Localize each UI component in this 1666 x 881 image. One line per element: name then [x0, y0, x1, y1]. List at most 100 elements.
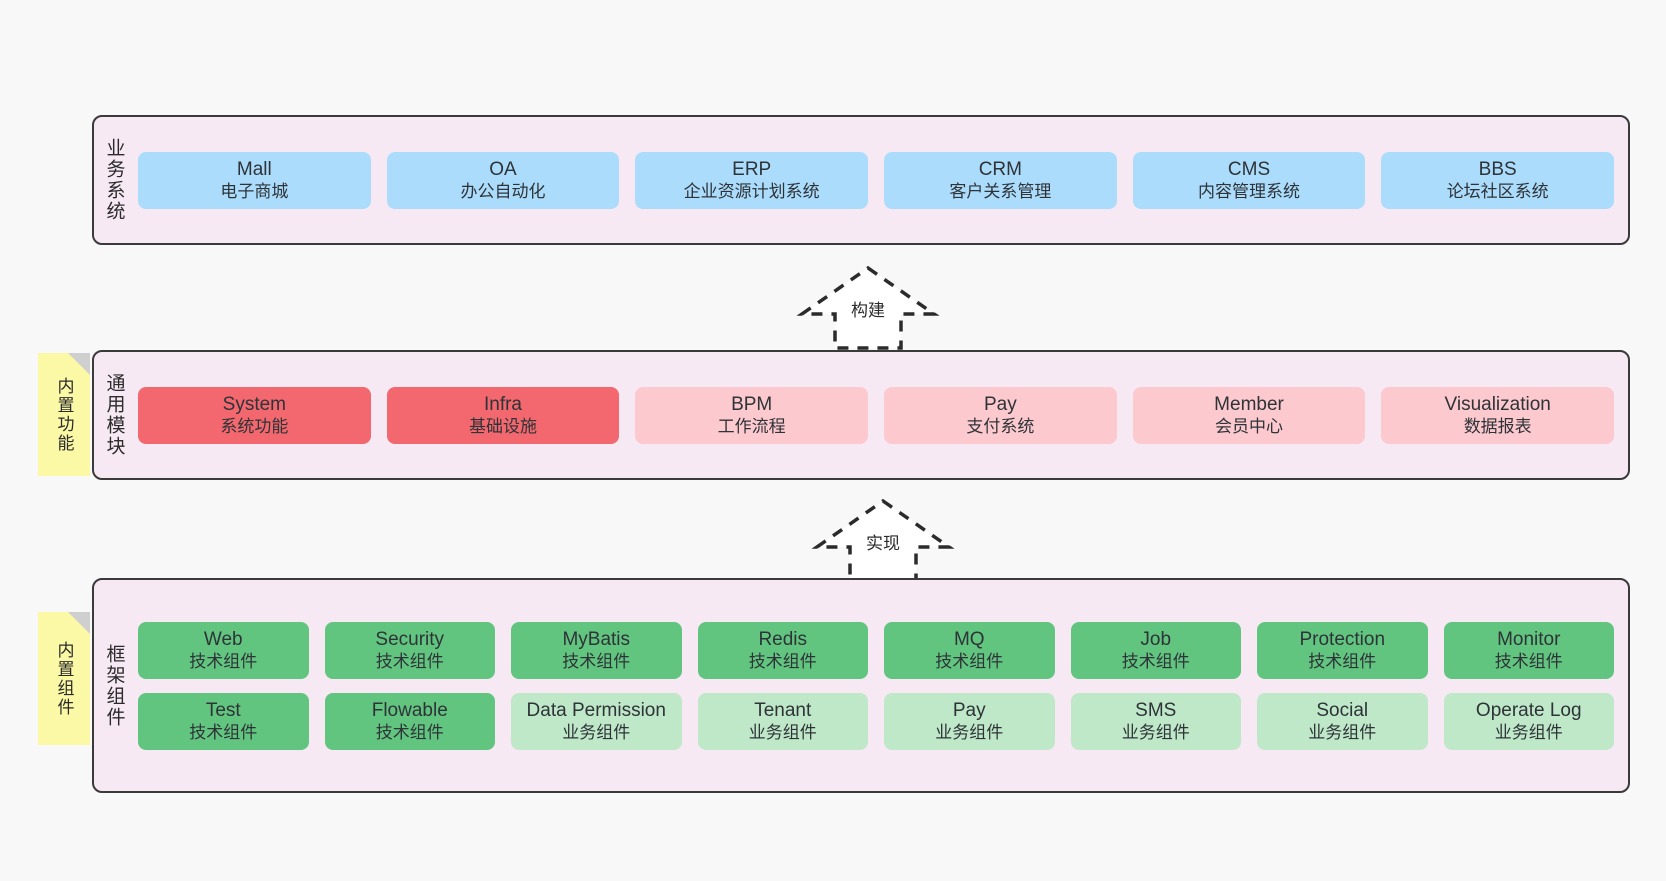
card-subtitle: 技术组件	[189, 723, 258, 743]
card-web[interactable]: Web 技术组件	[138, 621, 309, 679]
card-social[interactable]: Social 业务组件	[1257, 692, 1428, 750]
card-subtitle: 内容管理系统	[1198, 182, 1301, 202]
card-title: Monitor	[1497, 628, 1561, 650]
card-data-permission[interactable]: Data Permission 业务组件	[511, 692, 682, 750]
card-subtitle: 会员中心	[1215, 417, 1284, 437]
card-row: System 系统功能 Infra 基础设施 BPM 工作流程 Pay 支付系统…	[138, 386, 1615, 444]
layer-label-business-systems: 业务系统	[103, 138, 125, 222]
card-protection[interactable]: Protection 技术组件	[1257, 621, 1428, 679]
layer-body-business-systems: Mall 电子商城 OA 办公自动化 ERP 企业资源计划系统 CRM 客户关系…	[134, 117, 1628, 243]
card-flowable[interactable]: Flowable 技术组件	[324, 692, 495, 750]
card-mall[interactable]: Mall 电子商城	[138, 151, 371, 209]
card-title: Operate Log	[1475, 699, 1582, 721]
arrow-label: 构建	[851, 301, 885, 320]
card-subtitle: 系统功能	[220, 417, 289, 437]
card-subtitle: 业务组件	[1121, 723, 1190, 743]
layer-label-common-modules: 通用模块	[103, 373, 125, 457]
card-row: Web 技术组件 Security 技术组件 MyBatis 技术组件 Redi…	[138, 621, 1614, 679]
card-title: Pay	[983, 393, 1017, 415]
card-title: Security	[375, 628, 445, 650]
card-bbs[interactable]: BBS 论坛社区系统	[1381, 151, 1615, 209]
card-subtitle: 业务组件	[935, 723, 1004, 743]
card-title: Web	[203, 628, 243, 650]
card-title: SMS	[1135, 699, 1177, 721]
card-member[interactable]: Member 会员中心	[1132, 386, 1366, 444]
card-tenant[interactable]: Tenant 业务组件	[697, 692, 868, 750]
card-subtitle: 技术组件	[1308, 652, 1377, 672]
layer-body-common-modules: System 系统功能 Infra 基础设施 BPM 工作流程 Pay 支付系统…	[134, 352, 1628, 478]
sticky-note-builtin-components: 内置组件	[38, 612, 90, 745]
build-arrow: 构建	[795, 262, 941, 352]
card-erp[interactable]: ERP 企业资源计划系统	[635, 151, 869, 209]
card-cms[interactable]: CMS 内容管理系统	[1132, 151, 1366, 209]
card-title: Protection	[1299, 628, 1386, 650]
card-operate-log[interactable]: Operate Log 业务组件	[1443, 692, 1614, 750]
layer-framework-components: 框架组件 Web 技术组件 Security 技术组件 MyBatis 技术组件…	[92, 578, 1630, 793]
card-infra[interactable]: Infra 基础设施	[386, 386, 620, 444]
card-subtitle: 企业资源计划系统	[683, 182, 820, 202]
card-title: BBS	[1478, 158, 1517, 180]
card-title: Member	[1214, 393, 1284, 415]
card-crm[interactable]: CRM 客户关系管理	[884, 151, 1117, 209]
card-subtitle: 技术组件	[189, 652, 258, 672]
card-title: Tenant	[754, 699, 812, 721]
card-row: Mall 电子商城 OA 办公自动化 ERP 企业资源计划系统 CRM 客户关系…	[138, 151, 1615, 209]
card-subtitle: 工作流程	[717, 417, 786, 437]
card-title: CRM	[978, 158, 1022, 180]
card-sms[interactable]: SMS 业务组件	[1070, 692, 1241, 750]
card-pay-component[interactable]: Pay 业务组件	[884, 692, 1055, 750]
card-title: MQ	[953, 628, 985, 650]
card-title: Flowable	[371, 699, 448, 721]
card-title: System	[222, 393, 287, 415]
card-title: Mall	[236, 158, 272, 180]
card-title: Social	[1316, 699, 1369, 721]
card-row: Test 技术组件 Flowable 技术组件 Data Permission …	[138, 692, 1614, 750]
card-monitor[interactable]: Monitor 技术组件	[1443, 621, 1614, 679]
card-system[interactable]: System 系统功能	[138, 386, 371, 444]
card-subtitle: 业务组件	[1308, 723, 1377, 743]
card-mq[interactable]: MQ 技术组件	[884, 621, 1055, 679]
card-subtitle: 技术组件	[935, 652, 1004, 672]
card-subtitle: 客户关系管理	[949, 182, 1052, 202]
card-job[interactable]: Job 技术组件	[1070, 621, 1241, 679]
card-title: Test	[205, 699, 241, 721]
card-subtitle: 技术组件	[375, 723, 444, 743]
sticky-note-label: 内置组件	[54, 640, 74, 717]
card-test[interactable]: Test 技术组件	[138, 692, 309, 750]
card-bpm[interactable]: BPM 工作流程	[635, 386, 869, 444]
card-redis[interactable]: Redis 技术组件	[697, 621, 868, 679]
card-title: OA	[489, 158, 517, 180]
card-subtitle: 业务组件	[748, 723, 817, 743]
card-subtitle: 办公自动化	[460, 182, 546, 202]
card-title: Pay	[952, 699, 986, 721]
implement-arrow: 实现	[810, 495, 956, 585]
sticky-note-label: 内置功能	[54, 376, 74, 453]
card-subtitle: 支付系统	[966, 417, 1035, 437]
card-title: Data Permission	[526, 699, 666, 721]
card-pay-module[interactable]: Pay 支付系统	[884, 386, 1117, 444]
card-title: ERP	[732, 158, 772, 180]
card-subtitle: 论坛社区系统	[1446, 182, 1549, 202]
card-subtitle: 技术组件	[1494, 652, 1563, 672]
card-subtitle: 技术组件	[375, 652, 444, 672]
card-visualization[interactable]: Visualization 数据报表	[1381, 386, 1615, 444]
card-title: Redis	[758, 628, 808, 650]
layer-common-modules: 通用模块 System 系统功能 Infra 基础设施 BPM 工作流程 Pay…	[92, 350, 1630, 480]
card-mybatis[interactable]: MyBatis 技术组件	[511, 621, 682, 679]
card-title: Job	[1140, 628, 1172, 650]
card-oa[interactable]: OA 办公自动化	[386, 151, 620, 209]
card-title: CMS	[1227, 158, 1271, 180]
card-subtitle: 业务组件	[1494, 723, 1563, 743]
arrow-label: 实现	[866, 534, 900, 553]
layer-label-framework-components: 框架组件	[103, 643, 125, 728]
card-security[interactable]: Security 技术组件	[324, 621, 495, 679]
layer-body-framework-components: Web 技术组件 Security 技术组件 MyBatis 技术组件 Redi…	[134, 580, 1628, 791]
card-subtitle: 基础设施	[469, 417, 537, 437]
card-subtitle: 技术组件	[562, 652, 631, 672]
layer-business-systems: 业务系统 Mall 电子商城 OA 办公自动化 ERP 企业资源计划系统 CRM…	[92, 115, 1630, 245]
card-title: Infra	[483, 393, 523, 415]
card-subtitle: 业务组件	[562, 723, 631, 743]
card-subtitle: 数据报表	[1463, 417, 1532, 437]
card-title: MyBatis	[562, 628, 631, 650]
card-subtitle: 电子商城	[220, 182, 289, 202]
